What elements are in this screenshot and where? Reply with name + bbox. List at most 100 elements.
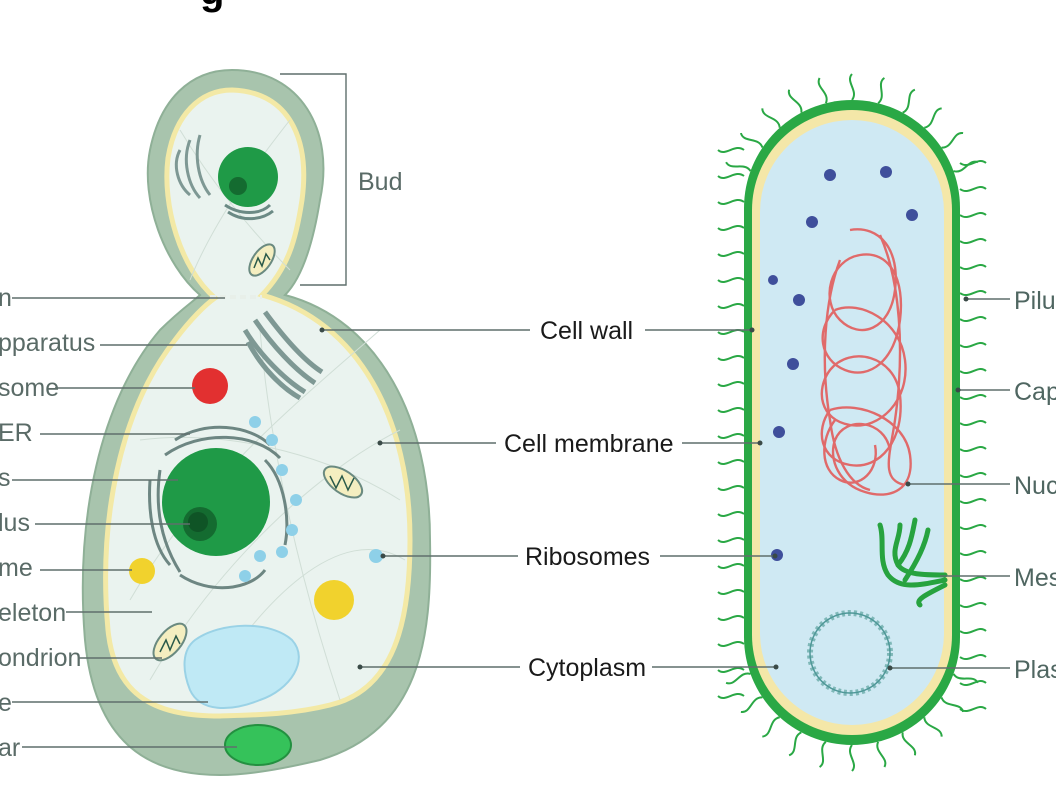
yeast-label-peroxisome: me xyxy=(0,554,33,582)
yeast-label-er: ER xyxy=(0,419,33,447)
pilus-strand xyxy=(959,654,987,660)
pilus-strand xyxy=(761,108,781,128)
pilus-strand xyxy=(953,160,979,173)
pilus-strand xyxy=(717,407,745,413)
lysosome xyxy=(192,368,228,404)
shared-labels: Cell wall Cell membrane Ribosomes Cytopl… xyxy=(319,317,779,682)
pilus-strand xyxy=(717,303,745,309)
pilus-strand xyxy=(717,537,745,543)
yeast-ribosome-cluster xyxy=(239,416,302,582)
pilus-strand xyxy=(959,602,987,608)
pilus-strand xyxy=(717,173,745,179)
bacterium-cytoplasm xyxy=(760,120,944,725)
pilus-strand xyxy=(959,160,987,166)
bacterium-label-nucleoid: Nuc xyxy=(1014,472,1056,500)
pilus-strand xyxy=(717,277,745,283)
bacterium-right-labels: Pilu Cap Nuc Mes Plas xyxy=(887,287,1056,684)
pilus-strand xyxy=(739,132,764,149)
pilus-strand xyxy=(901,732,917,756)
bacterium-label-pilus: Pilu xyxy=(1014,287,1056,315)
yeast-label-mitochondrion: ondrion xyxy=(0,644,81,672)
yeast-label-vacuolar: ar xyxy=(0,734,20,762)
pilus-strand xyxy=(923,107,942,129)
pilus-strand xyxy=(717,485,745,491)
pilus-strand xyxy=(959,628,987,634)
label-ribosomes: Ribosomes xyxy=(525,543,650,571)
pilus-strand xyxy=(959,446,987,452)
pilus-strand xyxy=(717,563,745,569)
yeast-vacuole xyxy=(183,624,300,709)
pilus-strand xyxy=(717,459,745,465)
yeast-label-nucleus: s xyxy=(0,464,11,492)
bud-mitochondrion xyxy=(248,243,276,277)
pilus-strand xyxy=(717,381,745,387)
pilus-strand xyxy=(959,420,987,426)
pilus-strand xyxy=(787,89,803,113)
pilus-strand xyxy=(725,672,751,685)
pilus-strand xyxy=(717,147,745,153)
pilus-strand xyxy=(725,161,752,172)
bud-nucleus xyxy=(218,147,278,221)
yeast-free-ribosome xyxy=(369,549,383,563)
pilus-strand xyxy=(717,329,745,335)
pilus-strand xyxy=(959,680,987,686)
pilus-strand xyxy=(817,77,828,104)
pilus-strand xyxy=(940,696,965,713)
pilus-strand xyxy=(959,472,987,478)
pilus-strand xyxy=(959,316,987,322)
pilus-strand xyxy=(717,589,745,595)
pilus-strand xyxy=(849,744,855,772)
golgi-apparatus xyxy=(242,310,324,401)
bacterium-ribosomes xyxy=(768,166,918,561)
bacterium-label-plasmid: Plas xyxy=(1014,656,1056,684)
pilus-strand xyxy=(959,394,987,400)
yeast-vacuolar-granule xyxy=(224,724,292,766)
pilus-strand xyxy=(902,88,916,114)
rough-er xyxy=(148,425,289,590)
yeast-left-labels: n pparatus some ER s lus me eleton ondri… xyxy=(0,284,247,762)
pilus-strand xyxy=(959,290,987,296)
pilus-strand xyxy=(959,212,987,218)
bacterium-plasmid xyxy=(807,610,893,696)
label-cytoplasm: Cytoplasm xyxy=(528,654,646,682)
pilus-strand xyxy=(959,238,987,244)
pilus-strand xyxy=(877,77,886,104)
bacterium-label-capsule: Cap xyxy=(1014,378,1056,406)
bacterium-cell xyxy=(717,73,987,772)
pilus-strand xyxy=(959,550,987,556)
pilus-strand xyxy=(952,673,979,684)
pilus-strand xyxy=(717,251,745,257)
yeast-nucleus xyxy=(162,448,270,556)
bacterium-nucleoid xyxy=(820,228,912,496)
pilus-strand xyxy=(788,731,802,757)
pilus-strand xyxy=(959,342,987,348)
pilus-strand xyxy=(876,741,887,768)
yeast-label-cytoskeleton: eleton xyxy=(0,599,66,627)
bacterium-pili xyxy=(717,73,987,772)
pilus-strand xyxy=(959,706,987,712)
pilus-strand xyxy=(959,498,987,504)
bud-golgi xyxy=(174,134,212,200)
bud-label: Bud xyxy=(358,168,402,196)
yeast-label-golgi: pparatus xyxy=(0,329,95,357)
bacterium-label-mesosome: Mes xyxy=(1014,564,1056,592)
label-cell-wall: Cell wall xyxy=(540,317,633,345)
pilus-strand xyxy=(849,73,855,101)
title-fragment: g xyxy=(200,0,224,13)
label-cell-membrane: Cell membrane xyxy=(504,430,674,458)
pilus-strand xyxy=(941,132,964,149)
pilus-strand xyxy=(959,264,987,270)
pilus-strand xyxy=(717,641,745,647)
pilus-strand xyxy=(717,199,745,205)
yeast-mitochondrion-right xyxy=(322,465,364,499)
pilus-strand xyxy=(959,576,987,582)
yeast-label-septum: n xyxy=(0,284,12,312)
pilus-strand xyxy=(717,615,745,621)
pilus-strand xyxy=(717,693,745,699)
yeast-granule-large xyxy=(314,580,354,620)
pilus-strand xyxy=(717,225,745,231)
bud-bracket xyxy=(280,73,347,286)
pilus-strand xyxy=(717,511,745,517)
yeast-label-lysosome: some xyxy=(0,374,59,402)
